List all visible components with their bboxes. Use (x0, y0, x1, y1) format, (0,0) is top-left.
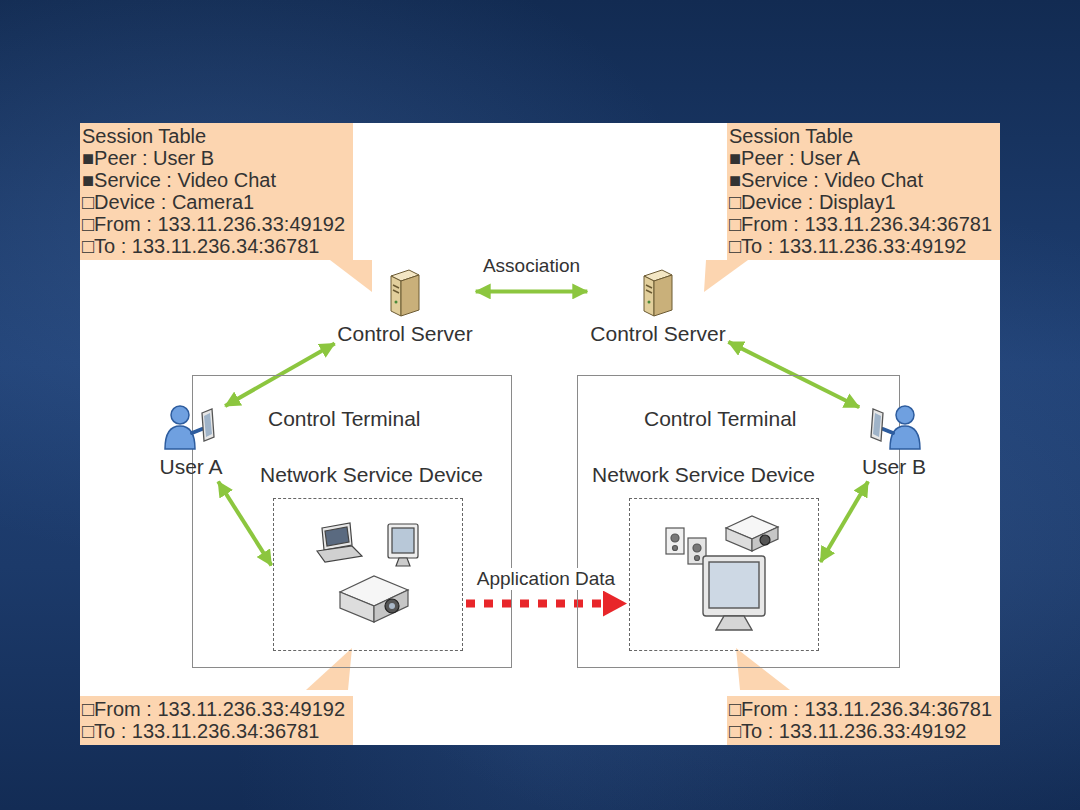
projector-icon (374, 590, 408, 622)
callout-pointer (704, 260, 748, 292)
edge-label: Association (480, 255, 583, 277)
user-icon (160, 403, 222, 451)
group-heading: Network Service Device (260, 463, 483, 487)
user-icon-holder (160, 403, 222, 455)
user-node: User B (862, 403, 926, 479)
control-link-arrow (218, 482, 271, 566)
group-heading: Network Service Device (592, 463, 815, 487)
session-table-callout: Session Table■Peer : User B■Service : Vi… (80, 123, 353, 260)
table-row: ■Peer : User B (82, 147, 214, 169)
laptop-icon (322, 523, 352, 550)
table-row: □To : 133.11.236.33:49192 (729, 720, 966, 742)
table-row: □To : 133.11.236.34:36781 (82, 720, 319, 742)
display-icon (716, 616, 752, 630)
callout-pointer (306, 648, 352, 690)
projector-icon (726, 516, 778, 551)
server-icon (387, 268, 423, 318)
laptop-icon (325, 527, 349, 546)
speaker-icon (666, 528, 706, 564)
projector-icon (340, 592, 374, 622)
table-row: □Device : Camera1 (82, 191, 254, 213)
table-row: ■Service : Video Chat (82, 169, 276, 191)
session-table-callout: □From : 133.11.236.33:49192□To : 133.11.… (80, 696, 353, 745)
callout-pointer (736, 648, 790, 690)
server-label: Control Server (590, 322, 725, 346)
table-row: □To : 133.11.236.33:49192 (729, 235, 966, 257)
server-label: Control Server (337, 322, 472, 346)
user-icon-holder (863, 403, 925, 455)
user-icon (863, 403, 925, 451)
monitor-icon (388, 524, 418, 566)
display-icon (703, 556, 765, 616)
monitor-icon (392, 528, 414, 553)
table-row: □To : 133.11.236.34:36781 (82, 235, 319, 257)
control-link-arrow (821, 482, 869, 562)
projector-icon (752, 527, 778, 551)
callout-pointer (330, 260, 372, 292)
control-server: Control Server (337, 268, 472, 346)
projector-icon (760, 535, 770, 545)
edge-label: Application Data (474, 568, 618, 590)
projector-icon (726, 528, 752, 551)
laptop-icon (317, 546, 362, 562)
user-node: User A (159, 403, 222, 479)
speaker-icon (666, 528, 684, 554)
data-flow-arrow (466, 600, 626, 608)
user-label: User B (862, 455, 926, 479)
control-terminal-area: Control TerminalUser BNetwork Service De… (577, 375, 900, 668)
session-table-callout: □From : 133.11.236.34:36781□To : 133.11.… (727, 696, 1000, 745)
speaker-icon (673, 546, 678, 551)
projector-icon (389, 603, 395, 609)
server-icon-holder (640, 268, 676, 322)
table-row: ■Service : Video Chat (729, 169, 923, 191)
monitor-icon (388, 524, 418, 558)
speaker-icon (693, 544, 701, 552)
laptop-icon (317, 523, 362, 562)
projector-icon (385, 599, 399, 613)
server-icon (640, 268, 676, 318)
server-icon-holder (387, 268, 423, 322)
session-table-callout: Session Table■Peer : User A■Service : Vi… (727, 123, 1000, 260)
service-device-group: Network Service Device (273, 498, 463, 651)
table-row: □From : 133.11.236.33:49192 (82, 698, 345, 720)
speaker-icon (695, 556, 700, 561)
table-heading: Session Table (729, 125, 853, 147)
control-terminal-area: Control TerminalUser ANetwork Service De… (192, 375, 512, 668)
area-label: Control Terminal (268, 407, 421, 431)
table-row: □From : 133.11.236.34:36781 (729, 213, 992, 235)
service-device-group: Network Service Device (629, 498, 819, 651)
monitor-icon (396, 558, 410, 566)
display-icon (709, 562, 759, 608)
table-row: □Device : Display1 (729, 191, 896, 213)
projector-icon (340, 576, 408, 622)
user-label: User A (159, 455, 222, 479)
control-server: Control Server (590, 268, 725, 346)
area-label: Control Terminal (644, 407, 797, 431)
speaker-icon (671, 534, 679, 542)
control-link-arrow (476, 289, 588, 293)
table-row: □From : 133.11.236.33:49192 (82, 213, 345, 235)
table-row: ■Peer : User A (729, 147, 860, 169)
table-row: □From : 133.11.236.34:36781 (729, 698, 992, 720)
table-heading: Session Table (82, 125, 206, 147)
display-icon (703, 556, 765, 630)
